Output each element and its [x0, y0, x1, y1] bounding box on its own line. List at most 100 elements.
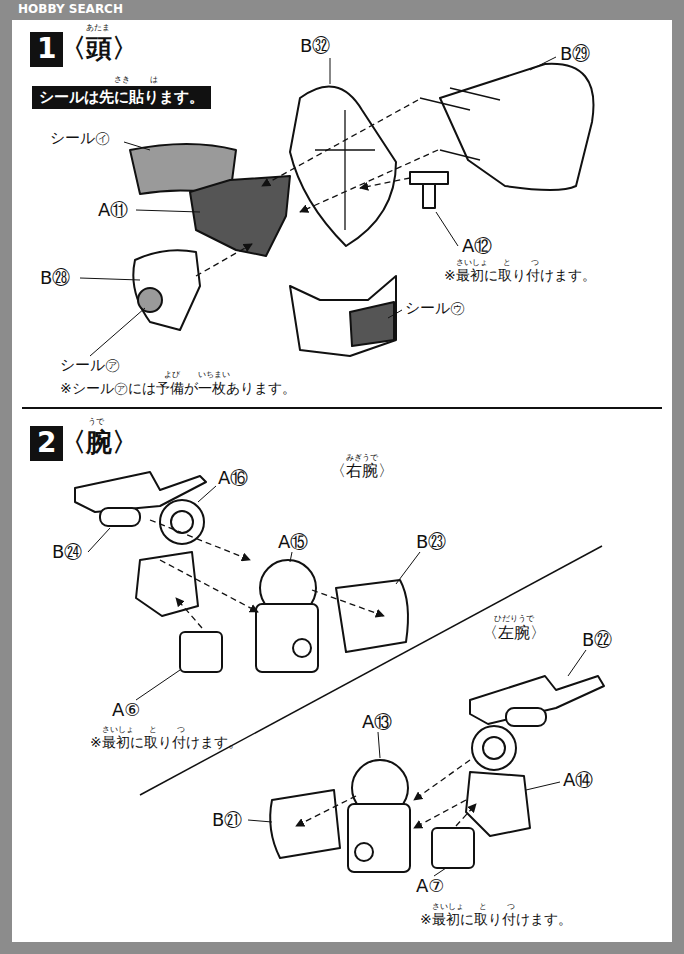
part-number: B㉒: [582, 630, 612, 650]
assembly-arrow: [196, 244, 252, 276]
page-panel: [12, 20, 672, 942]
part-number: A⑥: [112, 700, 140, 720]
note-text: シール㋐: [60, 357, 120, 374]
leader-line: [136, 210, 200, 212]
ruby-reading: みぎうで: [346, 454, 378, 463]
ruby-reading: さいしょ: [456, 259, 488, 268]
helmet-part: [440, 64, 593, 190]
leader-line: [248, 820, 272, 822]
leader-line: [136, 670, 180, 700]
leader-line: [526, 782, 560, 790]
assembly-arrow: [176, 598, 202, 628]
elbow-part: [483, 737, 505, 759]
leader-line: [90, 308, 145, 356]
leader-line: [290, 552, 292, 562]
part-number: A⑦: [416, 876, 444, 896]
step-number-text: 2: [37, 428, 56, 459]
ruby-reading: さき: [114, 76, 130, 85]
elbow-part: [160, 500, 204, 544]
leader-line: [124, 142, 150, 150]
forearm-part: [293, 639, 311, 657]
ruby-reading: つ: [531, 259, 539, 268]
part-number: A⑫: [462, 236, 492, 256]
leader-line: [378, 732, 380, 758]
assembly-arrow: [160, 560, 258, 612]
leader-line: [530, 57, 556, 70]
ruby-reading: あたま: [86, 24, 110, 33]
forearm-part: [355, 843, 373, 861]
chin-part: [290, 276, 396, 356]
assembly-arrow: [312, 590, 384, 616]
elbow-part: [466, 772, 530, 836]
assembly-arrow: [456, 804, 476, 826]
shoulder-part: [506, 708, 546, 726]
peg-part: [423, 184, 435, 208]
part-number: B㉑: [212, 810, 242, 830]
instruction-band: シールは先に貼ります。: [32, 86, 211, 109]
leader-line: [434, 868, 446, 876]
leader-line: [330, 58, 331, 84]
assembly-arrow: [150, 520, 250, 560]
pin: [420, 98, 470, 110]
part-number: B㉜: [300, 36, 330, 56]
ruby-reading: さいしょ: [432, 903, 464, 912]
part-number: A⑪: [98, 200, 128, 220]
section-title: 〈頭〉: [60, 34, 138, 63]
part-number: A⑯: [218, 468, 248, 488]
part-number: B㉓: [416, 532, 446, 552]
leader-line: [388, 310, 402, 318]
part-number: A⑭: [563, 770, 593, 790]
pin: [440, 150, 480, 160]
leader-line: [80, 278, 140, 280]
face-line: [344, 110, 345, 230]
pin: [450, 88, 500, 100]
watermark: HOBBY SEARCH: [18, 3, 123, 16]
forearm-part: [256, 604, 318, 672]
part-number: A⑮: [278, 532, 308, 552]
ruby-reading: と: [479, 903, 487, 912]
part-number: B㉘: [40, 268, 70, 288]
joint-part: [180, 632, 222, 672]
instruction-text: シールは先に貼ります。: [39, 89, 204, 106]
peg-part: [410, 172, 448, 184]
ruby-reading: さいしょ: [102, 726, 134, 735]
assembly-arrow: [262, 100, 418, 186]
ruby-reading: と: [149, 726, 157, 735]
note-text: シール㋑: [50, 130, 110, 147]
ruby-reading: つ: [177, 726, 185, 735]
forearm-part: [348, 804, 410, 872]
ruby-reading: ひだりうで: [494, 615, 534, 624]
note-text: 〈右腕〉: [330, 462, 394, 480]
part-number: B㉙: [560, 44, 590, 64]
assembly-arrow: [296, 796, 356, 826]
assembly-arrow: [360, 178, 410, 188]
step-number: 2: [30, 426, 63, 461]
step-number: 1: [30, 32, 63, 67]
forearm-cover: [270, 790, 340, 858]
section-divider: [22, 407, 662, 409]
note-text: ※最初に取り付けます。: [420, 912, 572, 927]
shoulder-part: [100, 508, 140, 526]
note-text: ※最初に取り付けます。: [444, 268, 596, 283]
ruby-reading: いちまい: [198, 371, 230, 380]
forearm-cover: [336, 580, 408, 652]
elbow-part: [171, 511, 193, 533]
leader-line: [198, 486, 216, 502]
leader-line: [436, 212, 458, 246]
arm-divider: [140, 546, 602, 795]
sticker: [350, 302, 394, 346]
visor-part: [190, 176, 290, 256]
ruby-reading: よび: [164, 371, 180, 380]
elbow-part: [472, 726, 516, 770]
ruby-reading: と: [503, 259, 511, 268]
note-text: ※最初に取り付けます。: [90, 735, 242, 750]
assembly-arrow: [414, 760, 470, 800]
note-text: シール㋒: [405, 300, 465, 317]
face-part: [290, 86, 396, 246]
ruby-reading: つ: [507, 903, 515, 912]
leader-line: [396, 552, 420, 584]
step-number-text: 1: [37, 34, 56, 65]
part-number: B㉔: [52, 542, 82, 562]
elbow-part: [136, 552, 198, 616]
